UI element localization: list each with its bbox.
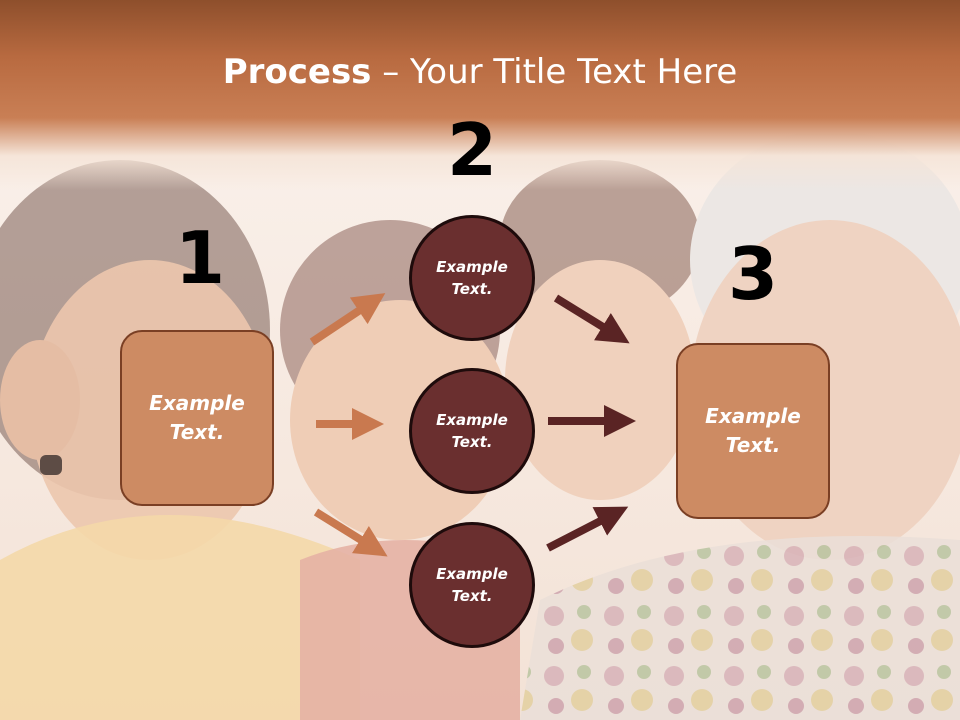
step-box-1-text: Example Text. — [149, 391, 245, 444]
arrow-box1-to-circle-bottom — [313, 508, 388, 557]
step-number-1: 1 — [174, 216, 226, 300]
step-box-1: Example Text. — [120, 330, 274, 506]
header-band — [0, 0, 960, 190]
step-box-3-text: Example Text. — [705, 404, 801, 457]
circle-bottom: Example Text. — [409, 522, 535, 648]
slide-title: Process – Your Title Text Here — [0, 52, 960, 92]
step-box-3: Example Text. — [676, 343, 830, 519]
title-rest: – Your Title Text Here — [371, 52, 738, 92]
circle-bottom-text: Example Text. — [436, 564, 508, 606]
circle-middle: Example Text. — [409, 368, 535, 494]
circle-top-text: Example Text. — [436, 257, 508, 299]
circle-middle-text: Example Text. — [436, 410, 508, 452]
circle-top: Example Text. — [409, 215, 535, 341]
arrow-circle-top-to-box3 — [553, 294, 630, 344]
arrow-box1-to-circle-top — [309, 293, 386, 346]
step-number-2: 2 — [446, 108, 498, 192]
title-bold: Process — [222, 52, 372, 92]
arrow-circle-bottom-to-box3 — [546, 506, 629, 552]
step-number-3: 3 — [727, 232, 779, 316]
